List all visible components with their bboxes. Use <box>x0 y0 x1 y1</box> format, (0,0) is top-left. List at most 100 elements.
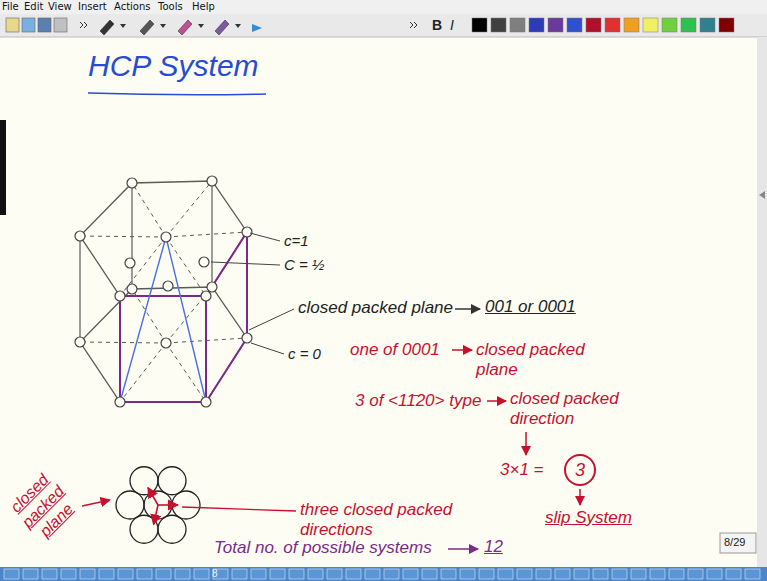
more-chevron <box>80 22 87 28</box>
tool-bar <box>0 14 767 37</box>
note-arrow <box>448 548 478 550</box>
leader-line <box>182 507 296 511</box>
pen-tool-icon <box>215 20 229 35</box>
page-slot <box>194 569 209 579</box>
page-slot <box>80 569 95 579</box>
dashed-diagonal <box>166 232 247 237</box>
slide-title: HCP System <box>88 48 259 84</box>
atom <box>163 281 173 291</box>
side-face-outline <box>206 232 247 402</box>
page-slot <box>308 569 323 579</box>
more-chevron <box>410 22 417 28</box>
note-arrow <box>487 400 506 402</box>
plane-note: closed packed plane <box>476 340 596 381</box>
page-slot <box>669 569 684 579</box>
atom <box>201 397 211 407</box>
pen-tool-icon <box>178 20 192 35</box>
dashed-diagonal <box>80 236 166 237</box>
colour-swatch <box>624 18 639 32</box>
count-note: 3×1 = <box>500 460 544 480</box>
page-slot <box>479 569 494 579</box>
dropdown-arrow <box>235 24 241 28</box>
scroll-bar <box>757 37 767 567</box>
title-underline <box>88 93 266 95</box>
atom <box>75 231 85 241</box>
dropdown-arrow <box>198 24 204 28</box>
dashed-diagonal <box>120 343 166 402</box>
atom <box>127 284 137 294</box>
page-slot <box>593 569 608 579</box>
pen-tool-icon <box>140 20 154 35</box>
colour-swatch <box>510 18 525 32</box>
leader-line <box>250 233 280 241</box>
scroll-arrow <box>759 191 765 199</box>
direction-arrow <box>148 488 158 505</box>
atom <box>116 491 144 519</box>
leader-line <box>251 343 284 354</box>
direction-note: three closed packed directions <box>300 500 460 541</box>
menu-item: Help <box>192 1 215 13</box>
colour-swatch <box>567 18 582 32</box>
page-slot <box>745 569 760 579</box>
page-slot <box>688 569 703 579</box>
page-slot <box>118 569 133 579</box>
menu-item: Edit <box>24 1 43 13</box>
atom <box>207 176 217 186</box>
bottom-hexagon <box>80 287 247 402</box>
page-slot <box>251 569 266 579</box>
dashed-diagonal <box>166 181 212 237</box>
page-counter-box <box>720 533 756 553</box>
vertical-edge <box>131 183 132 289</box>
left-edge-strip <box>0 120 6 215</box>
plane-index: 001 or 0001 <box>485 297 576 317</box>
direction-note: closed packed direction <box>510 389 640 430</box>
atom <box>161 338 171 348</box>
total-note: Total no. of possible systems <box>214 538 432 558</box>
tool-icon <box>22 18 35 32</box>
atom <box>115 291 125 301</box>
vertical-edge <box>211 181 212 287</box>
page-slot <box>213 569 228 579</box>
slip-system-note: slip System <box>545 508 632 528</box>
colour-swatch <box>548 18 563 32</box>
circled-number: 3 <box>564 454 596 486</box>
tool-icon <box>6 18 19 32</box>
page-slot <box>175 569 190 579</box>
bold-button: B <box>432 17 442 34</box>
layer-label: c = 0 <box>288 345 321 363</box>
bottom-bar <box>0 567 767 581</box>
direction-note: 3 of <11̄20> type <box>355 391 481 411</box>
page-slot <box>536 569 551 579</box>
atom <box>158 467 186 495</box>
note-arrow <box>455 308 480 310</box>
pen-tool-icon <box>100 20 114 35</box>
menu-item: Actions <box>114 1 151 13</box>
close-packed-cluster <box>116 467 200 543</box>
page-slot <box>289 569 304 579</box>
page-slot <box>517 569 532 579</box>
page-slot <box>346 569 361 579</box>
page-slot <box>574 569 589 579</box>
page-slot <box>384 569 399 579</box>
menu-bar <box>0 0 767 14</box>
atom <box>115 397 125 407</box>
dashed-diagonal <box>166 343 206 402</box>
page-number: 8 <box>212 568 218 580</box>
page-slot <box>498 569 513 579</box>
page-slot <box>365 569 380 579</box>
plane-note: closed packed plane <box>298 298 453 318</box>
page-slot <box>327 569 342 579</box>
top-hexagon <box>80 181 247 296</box>
colour-swatch <box>529 18 544 32</box>
plane-note: closed packed plane <box>1 465 86 550</box>
page-slot <box>726 569 741 579</box>
page-slot <box>650 569 665 579</box>
page-slot <box>403 569 418 579</box>
dashed-diagonal <box>120 237 166 296</box>
page-slot <box>99 569 114 579</box>
page-slot <box>137 569 152 579</box>
hcp-unit-cell <box>75 176 252 407</box>
atom <box>125 258 135 268</box>
